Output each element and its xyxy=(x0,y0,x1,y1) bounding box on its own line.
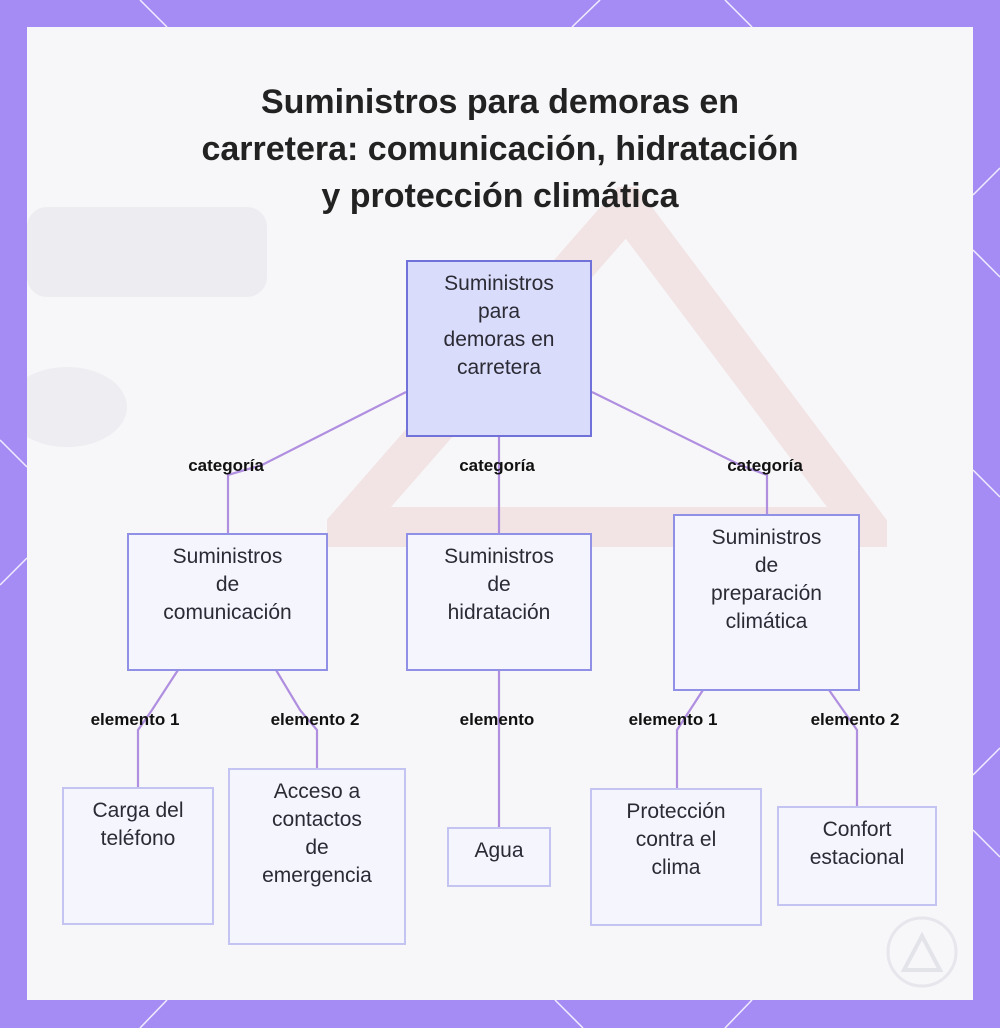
edge-comunicacion-carga xyxy=(136,669,179,787)
node-text-line: de xyxy=(754,554,779,577)
node-confort: Confort estacional xyxy=(777,806,937,906)
node-climatica: Suministros de preparación climática xyxy=(673,514,860,691)
node-text-line: Suministros xyxy=(711,526,822,549)
node-comunicacion: Suministros de comunicación xyxy=(127,533,328,671)
background-ghost-shape xyxy=(27,187,267,447)
node-text-line: Suministros xyxy=(444,272,554,295)
node-agua: Agua xyxy=(447,827,551,887)
edge-label-categoria: categoría xyxy=(188,456,264,475)
node-text-line: preparación xyxy=(711,582,822,605)
edge-climatica-proteccion xyxy=(675,689,704,788)
background-ghost-badge xyxy=(882,912,962,997)
node-text-line: para xyxy=(477,300,521,323)
edge-comunicacion-acceso xyxy=(275,669,319,768)
title-line: y protección climática xyxy=(321,177,679,215)
edge-label-categoria: categoría xyxy=(459,456,535,475)
edge-label-categoria: categoría xyxy=(727,456,803,475)
edge-climatica-confort xyxy=(828,689,859,806)
edge-label-elemento-2: elemento 2 xyxy=(270,710,360,729)
node-text-line: de xyxy=(305,836,329,859)
node-text-line: contra el xyxy=(635,828,717,851)
title-line: carretera: comunicación, hidratación xyxy=(201,130,799,168)
edge-label-elemento: elemento xyxy=(459,710,535,729)
node-text-line: de xyxy=(487,573,511,596)
node-text-line: Agua xyxy=(474,839,524,862)
node-text-line: emergencia xyxy=(262,864,372,887)
node-text-line: Acceso a xyxy=(273,780,361,803)
node-root: Suministros para demoras en carretera xyxy=(406,260,592,437)
node-text-line: estacional xyxy=(809,846,905,869)
node-text-line: climática xyxy=(725,610,808,633)
node-text-line: carretera xyxy=(456,356,542,379)
edge-label-elemento-1: elemento 1 xyxy=(628,710,718,729)
edge-label-elemento-2: elemento 2 xyxy=(810,710,900,729)
node-text-line: Confort xyxy=(822,818,892,841)
edge-label-elemento-1: elemento 1 xyxy=(90,710,180,729)
node-carga: Carga del teléfono xyxy=(62,787,214,925)
node-text-line: contactos xyxy=(272,808,362,831)
node-hidratacion: Suministros de hidratación xyxy=(406,533,592,671)
diagram-title: Suministros para demoras en carretera: c… xyxy=(27,79,973,220)
node-text-line: teléfono xyxy=(100,827,176,850)
edge-root-comunicacion xyxy=(226,391,407,533)
node-text-line: Suministros xyxy=(172,545,283,568)
node-text-line: de xyxy=(215,573,240,596)
node-text-line: Carga del xyxy=(92,799,184,822)
node-proteccion: Protección contra el clima xyxy=(590,788,762,926)
node-text-line: demoras en xyxy=(443,328,555,351)
node-text-line: comunicación xyxy=(163,601,292,624)
title-line: Suministros para demoras en xyxy=(260,83,740,121)
node-text-line: clima xyxy=(651,856,701,879)
node-acceso: Acceso a contactos de emergencia xyxy=(228,768,406,945)
node-text-line: Protección xyxy=(626,800,726,823)
node-text-line: hidratación xyxy=(447,601,551,624)
edge-root-climatica xyxy=(591,391,769,514)
node-text-line: Suministros xyxy=(444,545,554,568)
